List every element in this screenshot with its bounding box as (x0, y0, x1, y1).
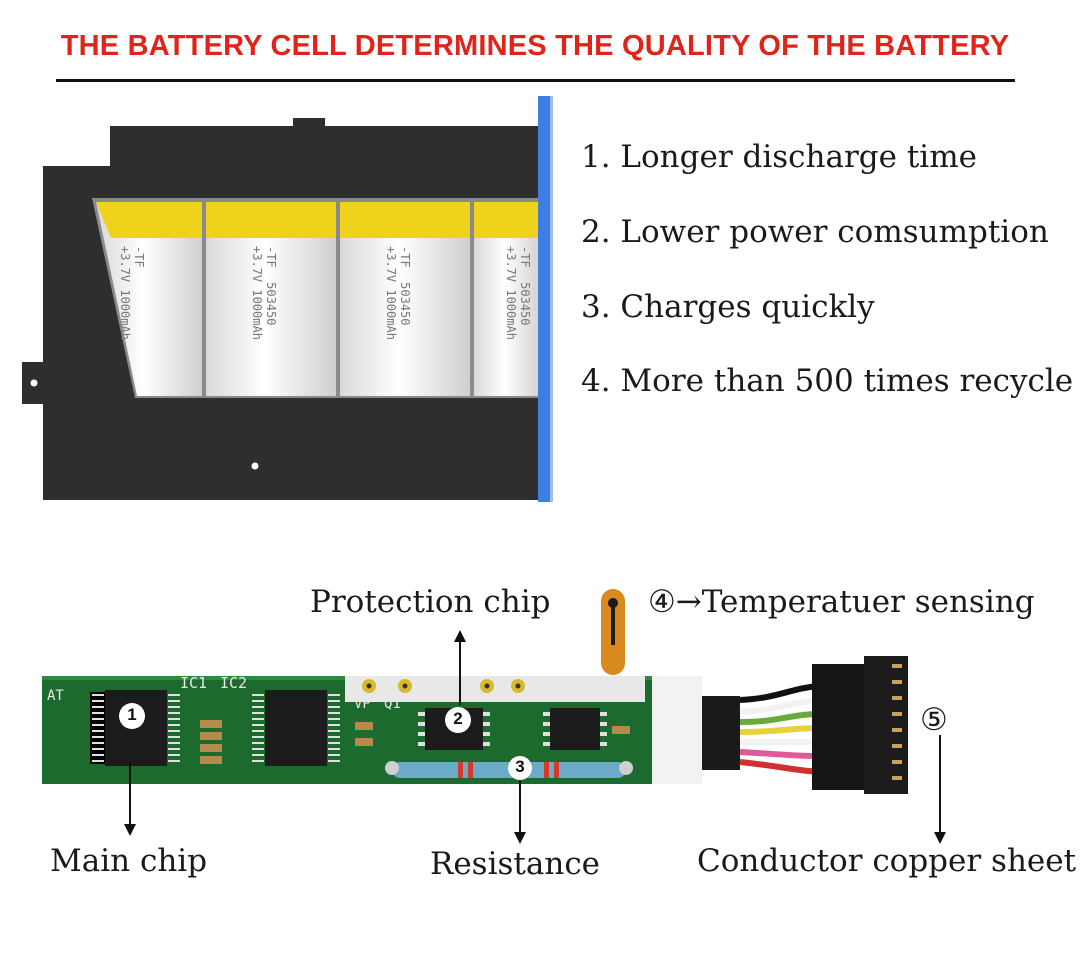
second-chip-body (265, 690, 327, 766)
cable-wires (739, 683, 821, 775)
label-connector-number: ⑤ (920, 702, 948, 738)
label-main-chip: Main chip (50, 843, 208, 879)
label-conductor-copper-sheet: Conductor copper sheet (697, 843, 1077, 879)
silk-at: AT (47, 688, 64, 704)
pcb-pad-strip (345, 676, 645, 702)
headline-underline (56, 79, 1015, 82)
feature-1: 1. Longer discharge time (581, 139, 977, 175)
silk-vp: VP (354, 696, 371, 712)
marker-2: 2 (453, 709, 463, 728)
feature-3: 3. Charges quickly (581, 289, 875, 325)
label-protection-chip: Protection chip (310, 584, 551, 620)
silk-q1: Q1 (384, 696, 401, 712)
marker-1: 1 (127, 705, 137, 724)
cells-group (96, 202, 542, 396)
marker-1-circle (119, 703, 145, 729)
headline: THE BATTERY CELL DETERMINES THE QUALITY … (60, 30, 1010, 62)
pcb-end-plate (652, 676, 702, 784)
frame-tab-top (293, 118, 325, 128)
connector-housing (812, 664, 864, 790)
silk-ic2: IC2 (220, 674, 248, 692)
label-temperature-sensing: ④→Temperatuer sensing (648, 584, 1035, 620)
feature-2: 2. Lower power comsumption (581, 214, 1049, 250)
marker-2-circle (445, 707, 471, 733)
label-resistance: Resistance (430, 846, 601, 882)
second-protection-chip-body (550, 708, 600, 750)
feature-4: 4. More than 500 times recycle (581, 363, 1074, 399)
marker-3-circle (508, 756, 532, 780)
cell-1 (96, 202, 202, 396)
silk-ic1: IC1 (180, 674, 208, 692)
blue-edge (538, 96, 552, 502)
cable-sleeve (702, 696, 740, 770)
marker-3: 3 (515, 757, 525, 776)
silk-vg: VG (548, 680, 565, 696)
